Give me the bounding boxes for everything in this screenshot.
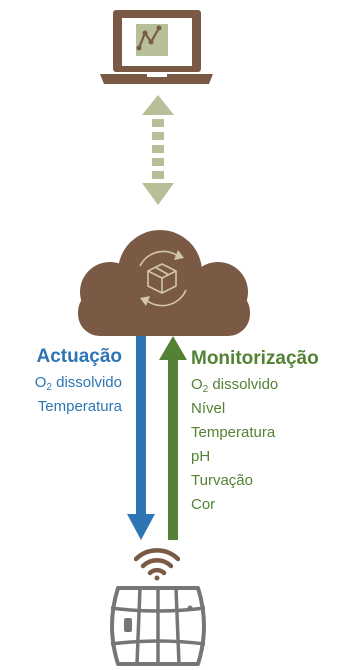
actuation-down-arrow [127, 336, 155, 540]
dotted-bidirectional-arrow [142, 95, 174, 205]
monitoring-item-temperatura: Temperatura [191, 424, 276, 441]
actuation-title: Actuação [36, 346, 122, 367]
monitoring-block: Monitorização O2 dissolvido Nível Temper… [191, 348, 319, 517]
monitoring-item-cor: Cor [191, 496, 216, 513]
laptop-chart-icon [100, 10, 213, 84]
actuation-item-o2: O2 dissolvido [34, 374, 122, 393]
monitoring-title: Monitorização [191, 348, 319, 369]
cloud-sync-icon [78, 230, 250, 336]
actuation-item-temperatura: Temperatura [37, 398, 122, 415]
monitoring-item-nivel: Nível [191, 400, 226, 417]
actuation-block: Actuação O2 dissolvido Temperatura [35, 346, 122, 419]
wifi-signal-icon [134, 548, 180, 581]
monitoring-item-turvacao: Turvação [191, 472, 253, 489]
monitoring-item-o2: O2 dissolvido [191, 376, 279, 395]
monitoring-up-arrow [159, 336, 187, 540]
monitoring-item-ph: pH [191, 448, 211, 465]
barrel-icon [110, 586, 206, 666]
